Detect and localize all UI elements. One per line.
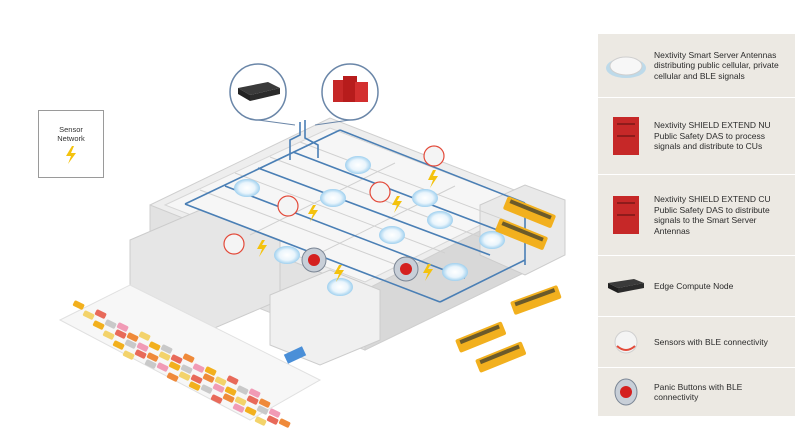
parked-car [278,418,291,428]
parked-car [256,405,269,415]
panic-button-icon [598,376,654,408]
parked-car [72,300,85,310]
parked-car [200,384,213,394]
legend-text: Panic Buttons with BLE connectivity [654,381,743,403]
ble-links [257,170,438,282]
legend-text: Sensors with BLE connectivity [654,336,768,347]
parked-car [210,394,223,404]
parked-car [146,352,159,362]
sensor-network-box: Sensor Network [38,110,104,178]
legend-divider [598,97,795,98]
legend-item-shield-extend-cu: Nextivity SHIELD EXTEND CU Public Safety… [598,175,795,255]
parked-car [168,361,181,371]
legend-text: Nextivity Smart Server Antennas distribu… [654,49,779,81]
parked-car [188,381,201,391]
parked-car [266,415,279,425]
parked-car [246,395,259,405]
parked-car [144,359,157,369]
parked-car [122,350,135,360]
shield-extend-cu-icon [598,194,654,236]
parking-lot [58,284,322,428]
panic-buttons [301,247,419,282]
parked-car [254,416,267,426]
parked-car [232,403,245,413]
parked-car [182,353,195,363]
parked-car [190,374,203,384]
parked-car [258,398,271,408]
legend-item-smart-server-antennas: Nextivity Smart Server Antennas distribu… [598,34,795,97]
legend-text: Edge Compute Node [654,280,734,291]
legend-text: Nextivity SHIELD EXTEND NU Public Safety… [654,120,771,152]
parked-car [244,406,257,416]
parked-car [126,332,139,342]
legend-text: Nextivity SHIELD EXTEND CU Public Safety… [654,194,771,236]
edge-compute-node-icon [598,275,654,297]
smart-server-antennas [234,156,505,296]
legend-divider [598,255,795,256]
parked-car [134,349,147,359]
edge-compute-callout [229,63,296,126]
legend-divider [598,316,795,317]
parked-car [114,329,127,339]
sensor-network-label: Sensor Network [57,125,85,143]
parked-car [222,393,235,403]
parked-car [148,341,161,351]
legend-divider [598,174,795,175]
legend-item-shield-extend-nu: Nextivity SHIELD EXTEND NU Public Safety… [598,98,795,174]
parked-car [214,376,227,386]
legend-panel: Nextivity Smart Server Antennas distribu… [598,34,795,416]
parked-car [268,408,281,418]
building-scene [58,63,566,428]
parked-car [202,373,215,383]
parked-car [192,363,205,373]
parked-car [116,322,129,332]
legend-item-ble-sensor: Sensors with BLE connectivity [598,317,795,367]
parked-car [102,330,115,340]
parked-car [94,309,107,319]
parked-car [136,342,149,352]
parked-car [248,388,261,398]
parked-car [104,319,117,329]
lightning-bolt-icon [39,146,103,169]
parked-car [160,344,173,354]
legend-item-panic-button: Panic Buttons with BLE connectivity [598,368,795,416]
parked-car [204,366,217,376]
parked-car [212,383,225,393]
ble-sensors [223,145,445,255]
parked-car [226,375,239,385]
parked-car [112,340,125,350]
legend-divider [598,367,795,368]
das-units-callout [314,63,379,126]
parked-car [224,386,237,396]
parked-car [166,372,179,382]
parked-car [170,354,183,364]
parked-car [234,396,247,406]
parked-car [82,310,95,320]
parked-car [156,362,169,372]
parked-car [236,385,249,395]
ble-sensor-icon [598,328,654,356]
parked-car [92,320,105,330]
legend-item-edge-compute-node: Edge Compute Node [598,256,795,316]
parked-car [158,351,171,361]
parked-car [138,331,151,341]
parked-car [124,339,137,349]
school-buses [455,196,562,373]
smart-server-antenna-icon [598,52,654,80]
shield-extend-nu-icon [598,115,654,157]
parked-car [178,371,191,381]
parked-car [180,364,193,374]
